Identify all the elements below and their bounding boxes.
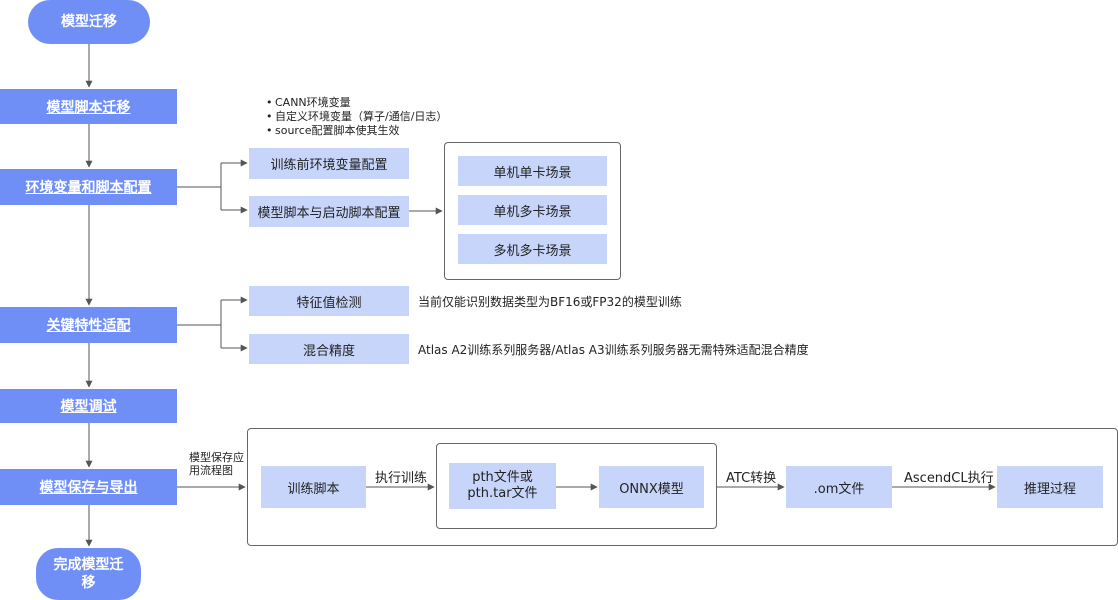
mixed-precision-node[interactable]: 混合精度 — [249, 334, 409, 364]
step-script-migration[interactable]: 模型脚本迁移 — [0, 89, 177, 124]
scenario-single-card[interactable]: 单机单卡场景 — [458, 156, 607, 186]
inference-node[interactable]: 推理过程 — [997, 466, 1103, 508]
env-note-item: CANN环境变量 — [266, 96, 447, 110]
pre-training-env-node[interactable]: 训练前环境变量配置 — [249, 148, 409, 179]
step-key-features[interactable]: 关键特性适配 — [0, 307, 177, 343]
training-script-node[interactable]: 训练脚本 — [261, 466, 366, 508]
script-launch-node[interactable]: 模型脚本与启动脚本配置 — [249, 196, 409, 227]
om-file-node[interactable]: .om文件 — [786, 466, 892, 508]
atc-label: ATC转换 — [726, 471, 777, 486]
model-artifacts-group — [436, 443, 717, 529]
scenario-single-multi-card[interactable]: 单机多卡场景 — [458, 195, 607, 225]
scenario-group — [444, 142, 621, 280]
env-notes: CANN环境变量 自定义环境变量（算子/通信/日志） source配置脚本使其生… — [265, 96, 447, 138]
save-flow-label: 模型保存应 用流程图 — [189, 451, 244, 477]
step-env-config[interactable]: 环境变量和脚本配置 — [0, 169, 177, 205]
feature-check-node[interactable]: 特征值检测 — [249, 286, 409, 316]
start-node: 模型迁移 — [28, 0, 150, 44]
mixed-precision-note: Atlas A2训练系列服务器/Atlas A3训练系列服务器无需特殊适配混合精… — [418, 343, 809, 357]
train-label: 执行训练 — [375, 471, 428, 486]
onnx-node[interactable]: ONNX模型 — [599, 466, 704, 508]
end-node: 完成模型迁 移 — [36, 548, 141, 600]
scenario-multi-machine[interactable]: 多机多卡场景 — [458, 234, 607, 264]
step-save-export[interactable]: 模型保存与导出 — [0, 469, 177, 505]
pth-file-node[interactable]: pth文件或 pth.tar文件 — [449, 463, 556, 509]
feature-check-note: 当前仅能识别数据类型为BF16或FP32的模型训练 — [418, 295, 682, 309]
env-note-item: source配置脚本使其生效 — [266, 124, 447, 138]
acl-label: AscendCL执行 — [904, 471, 994, 486]
env-note-item: 自定义环境变量（算子/通信/日志） — [266, 110, 447, 124]
step-model-debug[interactable]: 模型调试 — [0, 389, 177, 423]
